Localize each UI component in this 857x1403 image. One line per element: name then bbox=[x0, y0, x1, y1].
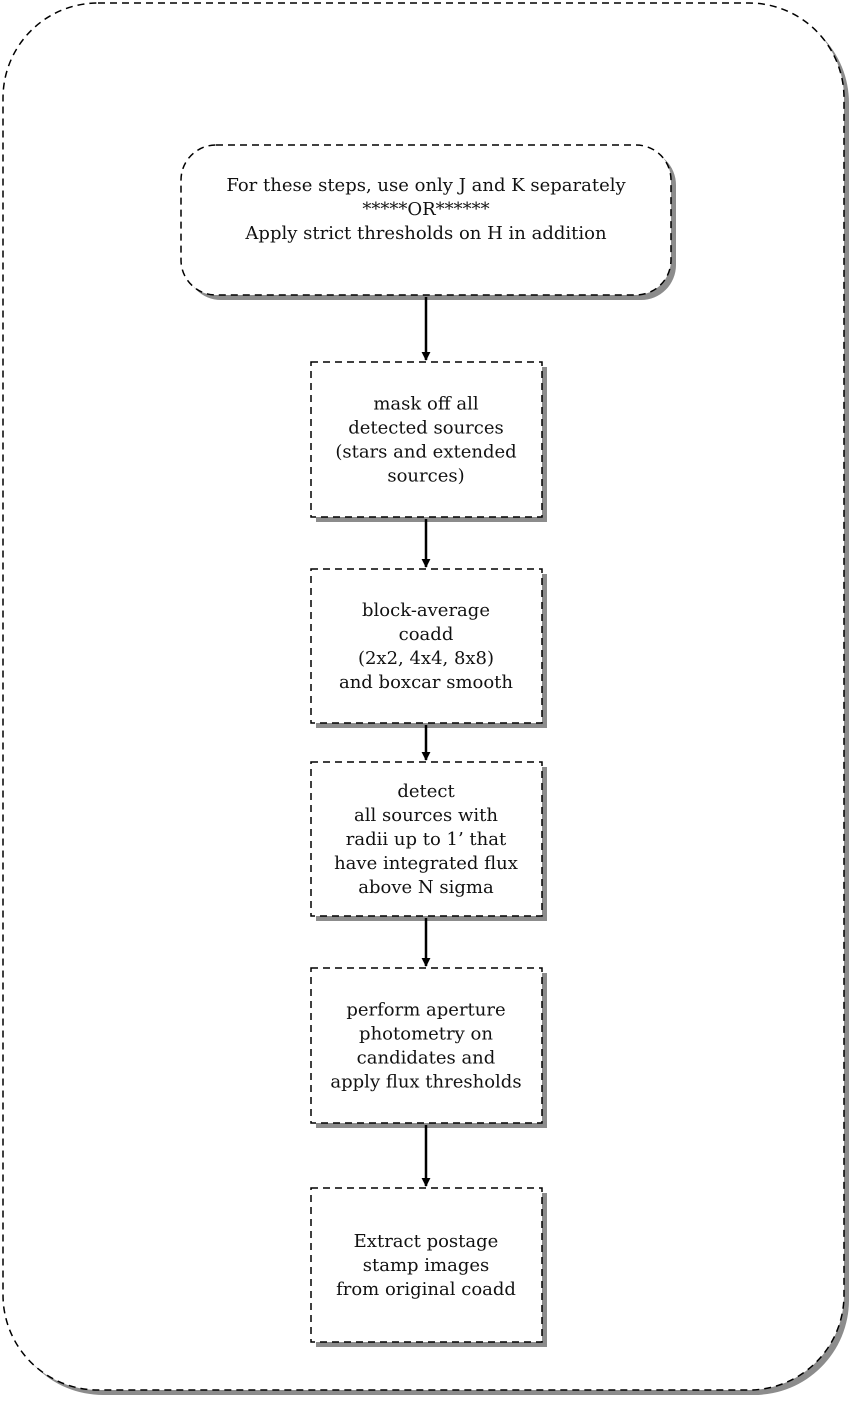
step-line: sources) bbox=[387, 466, 464, 487]
step-line: candidates and bbox=[357, 1048, 496, 1069]
step-line: all sources with bbox=[354, 805, 498, 826]
header-box bbox=[180, 144, 672, 296]
step-box-3: detect all sources with radii up to 1’ tha… bbox=[310, 761, 547, 921]
step-line: (2x2, 4x4, 8x8) bbox=[358, 648, 494, 669]
step-line: photometry on bbox=[359, 1024, 493, 1045]
step-box-border bbox=[310, 967, 543, 1124]
step-line: mask off all bbox=[373, 394, 479, 415]
step-line: detected sources bbox=[348, 418, 504, 439]
step-box-border bbox=[310, 361, 543, 518]
step-box-4: perform aperture photometry on candidates … bbox=[310, 967, 547, 1128]
step-line: apply flux thresholds bbox=[330, 1072, 521, 1093]
step-line: block-average bbox=[362, 600, 490, 621]
step-line: Extract postage bbox=[354, 1231, 499, 1252]
step-line: have integrated flux bbox=[334, 853, 518, 874]
step-box-1: mask off all detected sources (stars and e… bbox=[310, 361, 547, 522]
step-line: coadd bbox=[399, 624, 454, 645]
header-box-line: *****OR****** bbox=[362, 199, 489, 220]
step-line: from original coadd bbox=[336, 1279, 516, 1300]
step-line: perform aperture bbox=[346, 1000, 505, 1021]
step-box-5: Extract postage stamp images from original… bbox=[310, 1187, 547, 1347]
step-line: radii up to 1’ that bbox=[346, 829, 507, 850]
step-box-border bbox=[310, 1187, 543, 1343]
step-box-2: block-average coadd (2x2, 4x4, 8x8) and box… bbox=[310, 568, 547, 728]
step-line: and boxcar smooth bbox=[339, 672, 513, 693]
step-line: detect bbox=[397, 781, 455, 802]
step-line: (stars and extended bbox=[335, 442, 516, 463]
step-line: stamp images bbox=[363, 1255, 489, 1276]
step-box-border bbox=[310, 568, 543, 724]
step-box-border bbox=[310, 761, 543, 917]
header-box-line: For these steps, use only J and K separa… bbox=[226, 175, 626, 196]
step-line: above N sigma bbox=[358, 877, 494, 898]
header-box-line: Apply strict thresholds on H in addition bbox=[244, 223, 607, 244]
